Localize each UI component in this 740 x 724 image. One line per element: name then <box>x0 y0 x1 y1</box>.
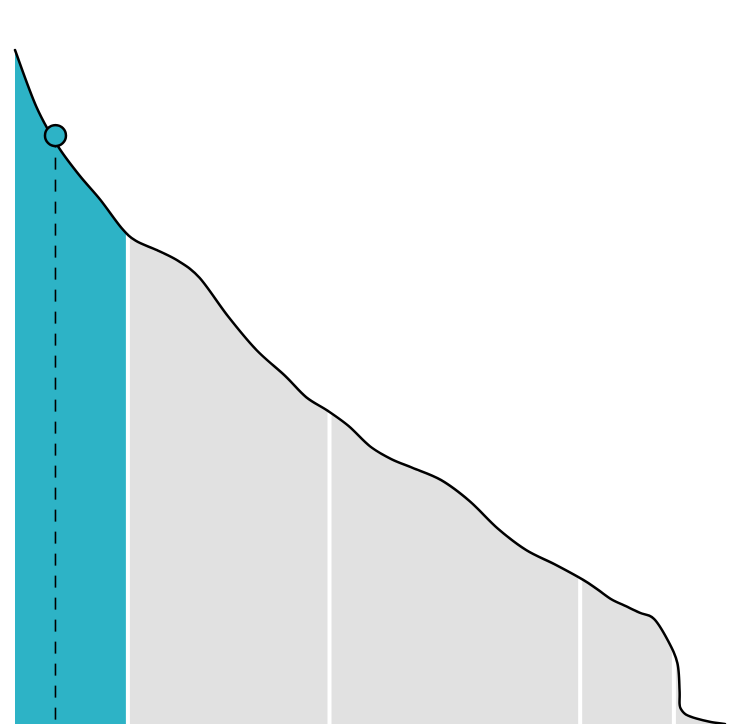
highlight-fill <box>15 50 128 724</box>
density-curve-line <box>13 48 727 724</box>
area-fills <box>15 50 725 724</box>
area-fill <box>15 50 725 724</box>
marker <box>43 123 68 148</box>
marker-point <box>43 123 68 148</box>
segment-separators <box>125 0 676 724</box>
density-curve <box>13 48 727 724</box>
